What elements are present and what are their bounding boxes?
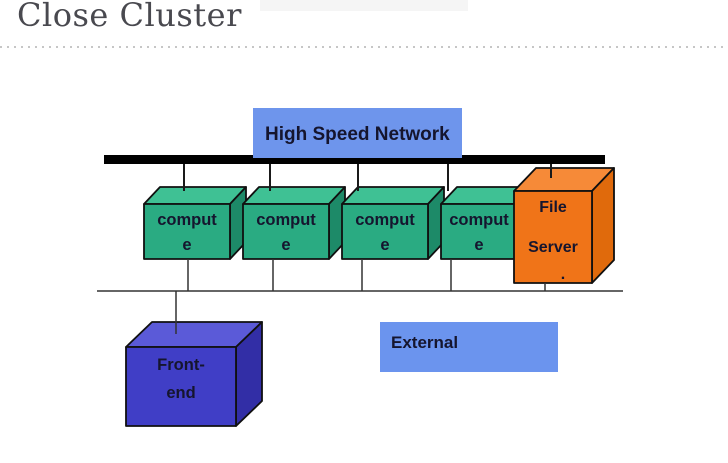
external-box-label: External	[391, 333, 458, 352]
front-end-label: Front-	[157, 356, 205, 374]
network-box-label: High Speed Network	[265, 124, 450, 145]
network-bus-line	[104, 155, 605, 164]
cube-top-face	[143, 186, 247, 205]
file-server-label: File	[539, 199, 567, 216]
file-server-label: Server	[528, 239, 578, 256]
title-separator-dotted-line	[0, 46, 728, 48]
cube-front-face	[513, 190, 593, 284]
file-server-label: .	[561, 266, 565, 283]
compute-label: e	[380, 236, 389, 254]
cube-front-face	[125, 346, 237, 427]
header-placeholder-band	[260, 0, 468, 11]
compute-label: e	[474, 236, 483, 254]
compute-node-cube-1: comput e	[143, 186, 247, 260]
compute-label: e	[182, 236, 191, 254]
cube-front-face	[143, 203, 231, 260]
front-end-cube: Front- end	[125, 321, 263, 427]
cube-front-face	[440, 203, 528, 260]
cube-top-face	[242, 186, 346, 205]
cube-front-face	[341, 203, 429, 260]
compute-label: e	[281, 236, 290, 254]
compute-node-cube-3: comput e	[341, 186, 445, 260]
network-box-rect	[253, 108, 462, 158]
front-end-label: end	[166, 384, 195, 402]
external-box-rect	[380, 322, 558, 372]
high-speed-network-box: High Speed Network	[253, 108, 462, 158]
compute-label: comput	[355, 211, 415, 229]
file-server-cube: File Server .	[513, 167, 615, 284]
page-title: Close Cluster	[17, 0, 242, 34]
compute-label: comput	[256, 211, 316, 229]
external-box: External	[380, 322, 558, 372]
compute-node-cube-2: comput e	[242, 186, 346, 260]
compute-label: comput	[157, 211, 217, 229]
compute-label: comput	[449, 211, 509, 229]
cube-front-face	[242, 203, 330, 260]
